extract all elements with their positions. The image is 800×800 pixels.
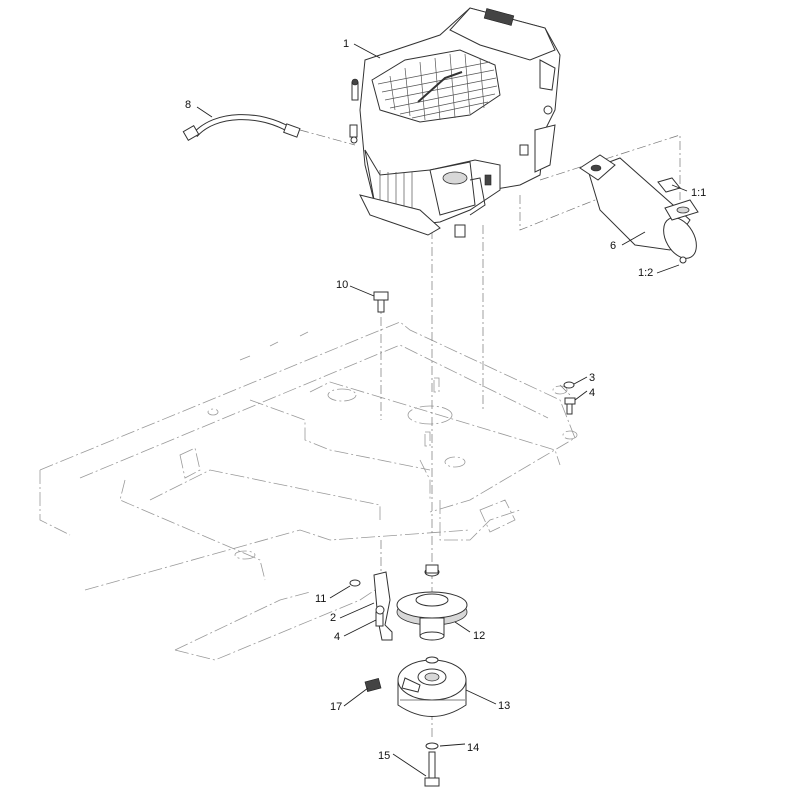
clutch-wire-connector [364, 677, 382, 693]
callout-17: 17 [330, 701, 342, 713]
washer-and-bolt-right [563, 381, 576, 415]
callout-6: 6 [610, 240, 616, 252]
callout-13: 13 [498, 700, 510, 712]
callout-14: 14 [467, 742, 479, 754]
callout-10: 10 [336, 279, 348, 291]
callout-15: 15 [378, 750, 390, 762]
muffler [579, 154, 699, 264]
callout-1: 1 [343, 38, 349, 50]
engine-mount-bolt [373, 291, 389, 313]
callout-12: 12 [473, 630, 485, 642]
callout-1-1: 1:1 [691, 187, 706, 199]
callout-2: 2 [330, 612, 336, 624]
callout-1-2: 1:2 [638, 267, 653, 279]
chassis-frame [39, 321, 578, 661]
clutch-anti-rotation-bracket [349, 571, 393, 641]
callout-8: 8 [185, 99, 191, 111]
fuel-line [182, 114, 301, 142]
pulley [396, 564, 468, 641]
callout-3: 3 [589, 372, 595, 384]
callout-labels: 1 8 1:1 6 1:2 10 3 4 11 2 4 12 13 17 14 … [185, 38, 706, 762]
clutch-washer-and-bolt [424, 742, 440, 787]
engine [349, 7, 561, 238]
callout-11: 11 [315, 593, 326, 605]
electric-pto-clutch [397, 656, 467, 717]
leader-lines [196, 43, 688, 777]
callout-4-upper: 4 [589, 387, 595, 399]
callout-4-lower: 4 [334, 631, 340, 643]
